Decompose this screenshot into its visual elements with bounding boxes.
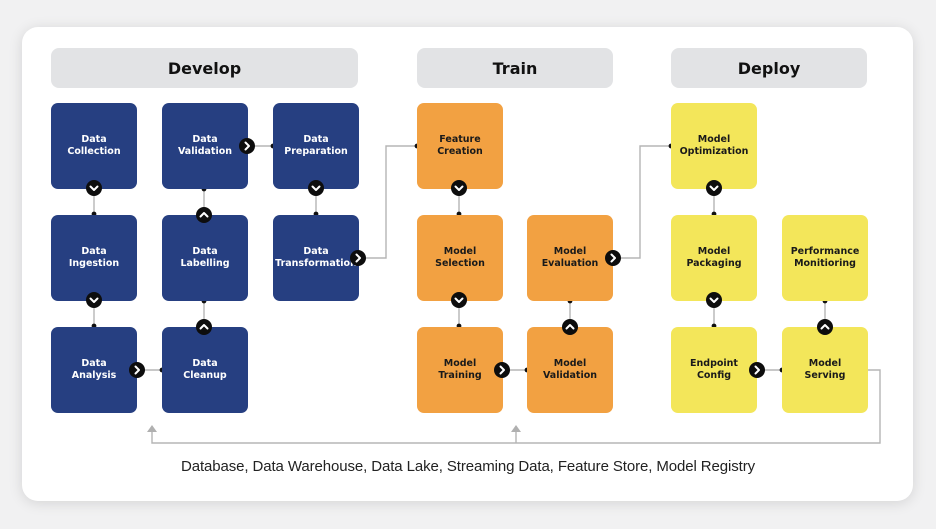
chevron-down-icon — [451, 180, 467, 196]
chevron-right-icon — [749, 362, 765, 378]
connector-evaluation-optimization — [613, 145, 671, 259]
step-performance-monitoring: Performance Monitioring — [782, 215, 868, 301]
arrowhead-up-icon — [147, 425, 157, 432]
step-endpoint-config: Endpoint Config — [671, 327, 757, 413]
step-model-validation: Model Validation — [527, 327, 613, 413]
step-data-transformation: Data Transformation — [273, 215, 359, 301]
connector-transformation-feature — [358, 145, 417, 259]
chevron-down-icon — [451, 292, 467, 308]
chevron-up-icon — [562, 319, 578, 335]
chevron-right-icon — [494, 362, 510, 378]
step-model-training: Model Training — [417, 327, 503, 413]
step-model-selection: Model Selection — [417, 215, 503, 301]
step-data-ingestion: Data Ingestion — [51, 215, 137, 301]
chevron-right-icon — [605, 250, 621, 266]
chevron-up-icon — [817, 319, 833, 335]
feedback-loop-line — [151, 369, 881, 444]
chevron-down-icon — [86, 180, 102, 196]
chevron-down-icon — [86, 292, 102, 308]
step-data-preparation: Data Preparation — [273, 103, 359, 189]
step-model-evaluation: Model Evaluation — [527, 215, 613, 301]
step-data-validation: Data Validation — [162, 103, 248, 189]
chevron-right-icon — [350, 250, 366, 266]
phase-header-train: Train — [417, 48, 613, 88]
chevron-right-icon — [129, 362, 145, 378]
step-data-collection: Data Collection — [51, 103, 137, 189]
step-model-serving: Model Serving — [782, 327, 868, 413]
phase-header-develop: Develop — [51, 48, 358, 88]
phase-header-deploy: Deploy — [671, 48, 867, 88]
step-feature-creation: Feature Creation — [417, 103, 503, 189]
step-data-analysis: Data Analysis — [51, 327, 137, 413]
arrowhead-up-icon — [511, 425, 521, 432]
chevron-up-icon — [196, 319, 212, 335]
chevron-down-icon — [706, 180, 722, 196]
step-data-labelling: Data Labelling — [162, 215, 248, 301]
chevron-down-icon — [308, 180, 324, 196]
chevron-up-icon — [196, 207, 212, 223]
storage-caption: Database, Data Warehouse, Data Lake, Str… — [180, 458, 756, 475]
chevron-right-icon — [239, 138, 255, 154]
step-model-packaging: Model Packaging — [671, 215, 757, 301]
step-data-cleanup: Data Cleanup — [162, 327, 248, 413]
step-model-optimization: Model Optimization — [671, 103, 757, 189]
chevron-down-icon — [706, 292, 722, 308]
